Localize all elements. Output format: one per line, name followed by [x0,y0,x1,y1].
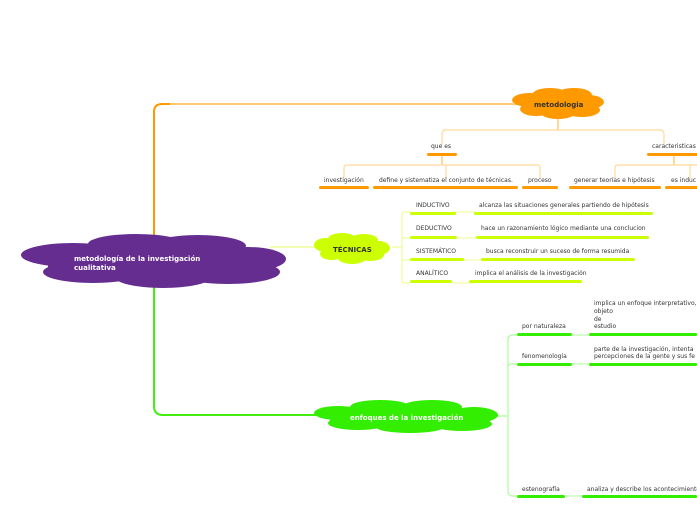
enfoque-underline [517,333,572,336]
child-underline [665,186,697,189]
tecnica-name[interactable]: INDUCTIVO [416,202,450,209]
tecnica-underline [410,280,452,283]
child-underline [373,186,518,189]
tecnica-name[interactable]: ANALÍTICO [416,270,449,277]
tecnica-desc[interactable]: busca reconstruir un suceso de forma res… [486,248,630,255]
desc-underline [589,333,697,336]
enfoque-desc-line[interactable]: analiza y describe los acontecimiento [587,486,697,493]
desc-underline [474,212,653,215]
caracteristicas-child-node[interactable]: es induc [671,177,697,184]
tecnica-underline [410,212,456,215]
enfoques-node-label[interactable]: enfoques de la investigación [350,414,464,422]
child-underline [522,186,558,189]
enfoque-desc-line[interactable]: estudio [594,323,617,330]
caracteristicas-underline [647,153,697,156]
tecnica-desc[interactable]: hace un razonamiento lógico mediante una… [481,225,646,232]
tecnicas-cloud-shape [314,233,390,264]
que-es-underline [427,153,457,156]
que-es-child-node[interactable]: proceso [528,177,552,184]
que-es-child-node[interactable]: define y sistematiza el conjunto de técn… [379,177,513,184]
tecnica-desc[interactable]: implica el análisis de la investigación [475,270,587,277]
tecnica-underline [410,236,457,239]
enfoque-underline [517,363,572,366]
tecnica-name[interactable]: DEDUCTIVO [416,225,452,232]
desc-underline [481,258,635,261]
child-underline [319,186,369,189]
metodologia-cloud-shape [512,88,604,119]
enfoque-desc-line[interactable]: percepciones de la gente y sus fe [594,353,695,360]
child-underline [569,186,661,189]
tecnica-underline [410,258,464,261]
desc-underline [582,495,697,498]
caracteristicas-node[interactable]: caracteristicas [652,143,696,150]
enfoque-name[interactable]: fenomenología [522,353,567,360]
root-node-label[interactable]: metodología de la investigación cualitat… [74,255,201,272]
desc-underline [589,363,697,366]
metodologia-node-label[interactable]: metodologia [534,101,584,109]
enfoque-desc-line[interactable]: implica un enfoque interpretativo, [594,300,697,307]
enfoque-desc-line[interactable]: objeto [594,308,613,315]
enfoque-desc-line[interactable]: parte de la investigación, intenta [594,346,694,353]
enfoques-cloud-shape [314,400,498,433]
que-es-child-node[interactable]: investigación [324,177,364,184]
que-es-node[interactable]: que es [431,143,452,150]
root-cloud-shape [21,234,286,288]
tecnica-name[interactable]: SISTEMÁTICO [416,248,457,255]
desc-underline [476,236,649,239]
caracteristicas-child-node[interactable]: generar teorías e hipótesis [574,177,655,184]
enfoque-name[interactable]: estenografía [522,486,560,493]
tecnica-desc[interactable]: alcanza las situaciones generales partie… [479,202,649,209]
enfoque-underline [517,495,565,498]
desc-underline [469,280,582,283]
tecnicas-node-label[interactable]: TÉCNICAS [333,246,372,254]
enfoque-name[interactable]: por naturaleza [522,323,566,330]
enfoque-desc-line[interactable]: de [594,316,602,323]
